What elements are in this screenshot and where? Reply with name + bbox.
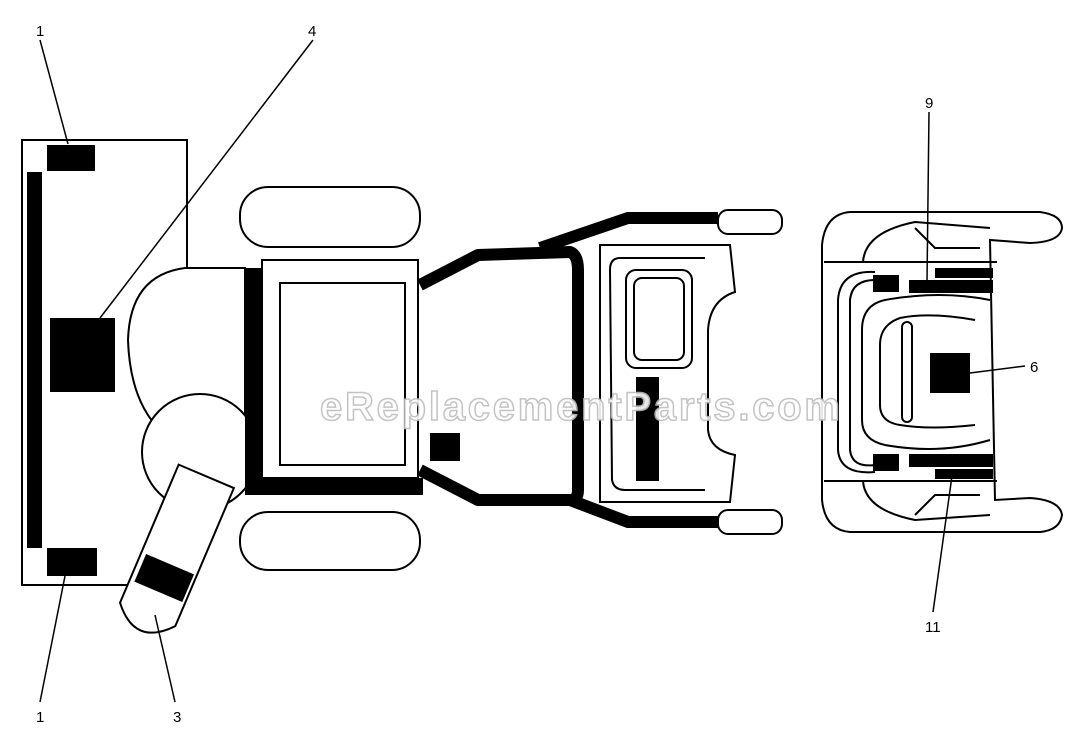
rear-handle-view <box>821 211 1064 533</box>
callout-1-top: 1 <box>36 23 44 40</box>
scraper-bar-decal <box>27 172 42 548</box>
decal-3 <box>134 554 194 602</box>
decal-9 <box>909 280 993 293</box>
decal-6 <box>930 353 970 393</box>
handle-grip-top <box>717 209 783 235</box>
wheel-bottom <box>239 511 421 571</box>
callout-3: 3 <box>173 709 181 726</box>
chute-assembly <box>118 267 259 634</box>
callout-11: 11 <box>925 619 941 636</box>
wheel-top <box>239 186 421 248</box>
decal-4 <box>50 318 115 392</box>
console-decal <box>636 377 659 481</box>
control-console <box>599 244 737 503</box>
handle-grip-bottom <box>717 509 783 535</box>
engine-body <box>245 259 423 495</box>
callout-4: 4 <box>308 23 316 40</box>
decal-1-top <box>47 145 95 171</box>
handle-frame <box>417 209 783 535</box>
decal-11 <box>935 469 993 479</box>
callout-1-bottom: 1 <box>36 709 44 726</box>
leader-lines <box>39 39 1026 703</box>
callout-9: 9 <box>925 95 933 112</box>
callout-6: 6 <box>1030 359 1038 376</box>
decal-1-bottom <box>47 548 97 576</box>
body-decal <box>430 433 460 461</box>
